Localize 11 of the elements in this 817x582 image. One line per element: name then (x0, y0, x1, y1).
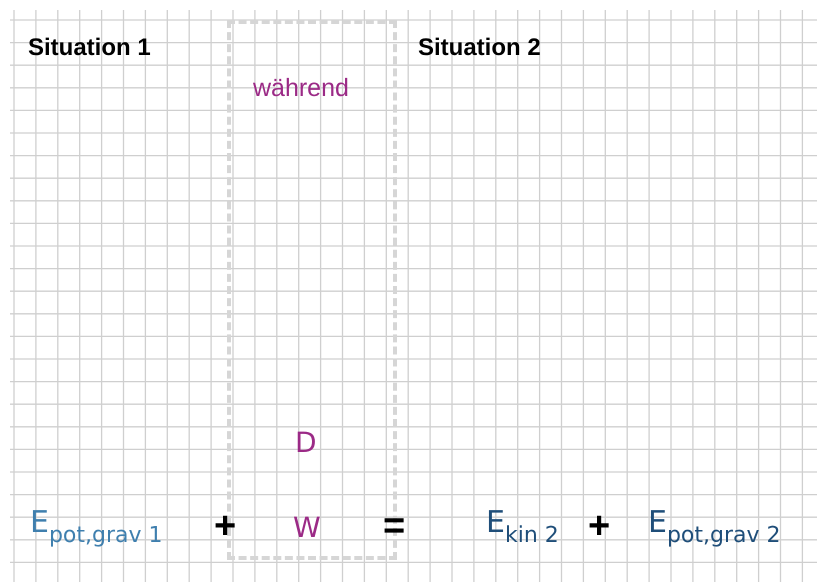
heading: Situation 2 (418, 36, 541, 60)
plus-sign: + (588, 507, 610, 545)
variable-label: W (293, 514, 321, 542)
formula-term: E$_{kin 2}$ (486, 508, 559, 547)
equals-sign: = (383, 507, 406, 545)
formula-term: E$_{pot,grav 1}$ (30, 508, 163, 547)
heading: Situation 1 (28, 36, 151, 60)
time-interval-label: während (253, 76, 349, 101)
variable-label: D (295, 429, 317, 457)
formula-term: E$_{pot,grav 2}$ (648, 508, 781, 547)
plus-sign: + (214, 507, 236, 545)
